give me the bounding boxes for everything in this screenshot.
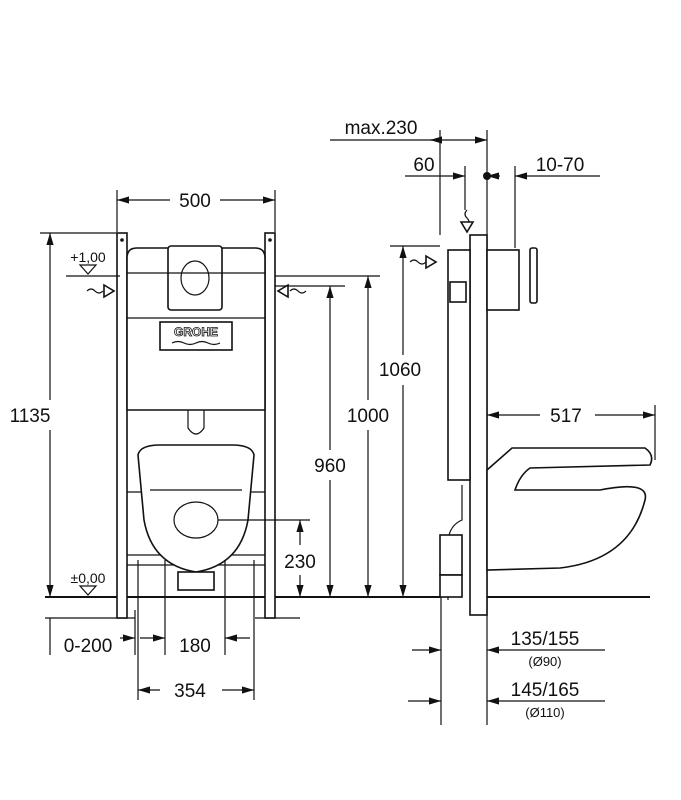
water-inlet-icon bbox=[86, 288, 104, 294]
flush-plate bbox=[167, 245, 223, 311]
dim-dia-110: (Ø110) bbox=[525, 705, 565, 720]
toilet-bowl-side bbox=[486, 447, 653, 571]
dim-180: 180 bbox=[179, 636, 211, 657]
dim-517: 517 bbox=[550, 406, 582, 427]
dim-max-230: max.230 bbox=[345, 118, 418, 139]
grohe-logo bbox=[159, 321, 233, 351]
frame-post-left bbox=[116, 232, 128, 619]
dim-10-70: 10-70 bbox=[536, 155, 585, 176]
water-inlet-icon bbox=[289, 288, 307, 294]
dim-135-155: 135/155 bbox=[511, 629, 580, 650]
dim-354: 354 bbox=[174, 681, 206, 702]
dim-0-200: 0-200 bbox=[64, 636, 113, 657]
frame-side bbox=[469, 234, 488, 616]
flush-plate-side bbox=[486, 249, 520, 311]
dim-500: 500 bbox=[179, 191, 211, 212]
dim-960: 960 bbox=[314, 456, 346, 477]
level-floor-label: ±0,00 bbox=[71, 570, 106, 586]
toilet-bowl-front bbox=[137, 444, 255, 573]
frame-post-right bbox=[264, 232, 276, 619]
front-view: GROHE 500 1135 +1,00 ±0,00 960 bbox=[10, 190, 440, 702]
dim-1060: 1060 bbox=[379, 360, 421, 381]
dim-dia-90: (Ø90) bbox=[528, 654, 561, 669]
dim-60: 60 bbox=[413, 155, 434, 176]
dim-1000: 1000 bbox=[347, 406, 389, 427]
side-view: max.230 60 10-70 517 135/155 (Ø90) 145/1… bbox=[330, 118, 656, 725]
level-marker-icon bbox=[78, 585, 98, 596]
dim-230: 230 bbox=[284, 552, 316, 573]
level-top-label: +1,00 bbox=[70, 249, 106, 265]
svg-text:GROHE: GROHE bbox=[174, 325, 218, 339]
level-marker-icon bbox=[78, 264, 98, 275]
dim-1135: 1135 bbox=[10, 406, 51, 427]
dim-145-165: 145/165 bbox=[511, 680, 580, 701]
